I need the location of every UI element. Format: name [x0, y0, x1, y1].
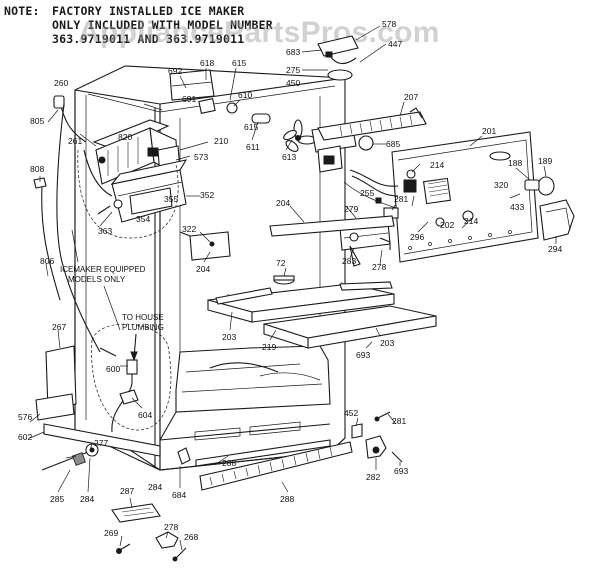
part-number: 806 [40, 256, 54, 266]
part-number: 613 [282, 152, 296, 162]
shelf-support [179, 215, 395, 261]
part-number: 287 [120, 486, 134, 496]
part-number: 602 [18, 432, 32, 442]
part-number: 282 [366, 472, 380, 482]
part-number: 363 [98, 226, 112, 236]
callout-captions: ICEMAKER EQUIPPED MODELS ONLY TO HOUSE P… [60, 229, 164, 362]
part-number: 202 [440, 220, 454, 230]
part-number: 452 [344, 408, 358, 418]
part-number: 275 [286, 65, 300, 75]
part-number: 284 [148, 482, 162, 492]
part-number: 281 [392, 416, 406, 426]
note-line-2: ONLY INCLUDED WITH MODEL NUMBER [52, 18, 273, 32]
part-number: 201 [482, 126, 496, 136]
part-number: 611 [246, 142, 260, 152]
part-number: 693 [394, 466, 408, 476]
part-number: 269 [104, 528, 118, 538]
part-number: 277 [94, 438, 108, 448]
part-number: 214 [430, 160, 444, 170]
leader-lines [29, 25, 557, 551]
plumbing-caption-line-2: PLUMBING [122, 323, 164, 332]
part-number: 600 [106, 364, 120, 374]
part-number: 294 [548, 244, 562, 254]
part-number: 283 [342, 256, 356, 266]
part-number: 268 [184, 532, 198, 542]
note-heading: NOTE: [4, 4, 40, 18]
part-number: 610 [238, 90, 252, 100]
part-number: 685 [386, 139, 400, 149]
part-number: 352 [200, 190, 214, 200]
part-number: 279 [344, 204, 358, 214]
part-number: 288 [280, 494, 294, 504]
part-number: 805 [30, 116, 44, 126]
crisper-shelf [207, 275, 437, 349]
plumbing-detail [91, 323, 172, 433]
part-number: 278 [164, 522, 178, 532]
part-number: 693 [356, 350, 370, 360]
part-number: 604 [138, 410, 152, 420]
part-number: 576 [18, 412, 32, 422]
part-number: 296 [410, 232, 424, 242]
icemaker-caption-line-2: MODELS ONLY [68, 275, 126, 284]
part-number: 692 [168, 66, 182, 76]
part-number: 355 [164, 194, 178, 204]
part-number: 615 [244, 122, 258, 132]
part-number: 203 [222, 332, 236, 342]
note-line-3: 363.9719011 AND 363.9719011 [52, 32, 245, 46]
part-number: 278 [372, 262, 386, 272]
part-number: 450 [286, 78, 300, 88]
part-number: 691 [182, 94, 196, 104]
part-number: 808 [30, 164, 44, 174]
control-housing [391, 131, 575, 263]
top-components [169, 35, 427, 173]
part-number: 820 [118, 132, 132, 142]
part-number: 322 [182, 224, 196, 234]
part-number: 210 [214, 136, 228, 146]
part-number: 207 [404, 92, 418, 102]
part-number: 204 [276, 198, 290, 208]
factory-note: NOTE: FACTORY INSTALLED ICE MAKER ONLY IN… [4, 4, 273, 46]
part-numbers: 578 447 683 275 450 692 618 615 691 610 … [18, 19, 562, 542]
part-number: 285 [50, 494, 64, 504]
icemaker-caption-line-1: ICEMAKER EQUIPPED [60, 265, 146, 274]
part-number: 615 [232, 58, 246, 68]
part-number: 354 [136, 214, 150, 224]
base-parts [35, 345, 403, 562]
part-number: 72 [276, 258, 286, 268]
part-number: 320 [494, 180, 508, 190]
part-number: 255 [360, 188, 374, 198]
watermark: AppliancePartsPros.com [78, 16, 440, 49]
plumbing-caption-line-1: TO HOUSE [122, 313, 164, 322]
part-number: 683 [286, 47, 300, 57]
part-number: 447 [388, 39, 402, 49]
part-number: 267 [52, 322, 66, 332]
part-number: 573 [194, 152, 208, 162]
part-number: 219 [262, 342, 276, 352]
part-number: 189 [538, 156, 552, 166]
part-number: 288 [222, 458, 236, 468]
part-number: 188 [508, 158, 522, 168]
wiring [343, 169, 399, 219]
part-number: 214 [464, 216, 478, 226]
part-number: 684 [172, 490, 186, 500]
part-number: 203 [380, 338, 394, 348]
icemaker-assembly [33, 95, 188, 353]
part-number: 204 [196, 264, 210, 274]
part-number: 281 [394, 194, 408, 204]
part-number: 284 [80, 494, 94, 504]
part-number: 260 [54, 78, 68, 88]
part-number: 433 [510, 202, 524, 212]
part-number: 261 [68, 136, 82, 146]
note-line-1: FACTORY INSTALLED ICE MAKER [52, 4, 245, 18]
part-number: 578 [382, 19, 396, 29]
part-number: 618 [200, 58, 214, 68]
